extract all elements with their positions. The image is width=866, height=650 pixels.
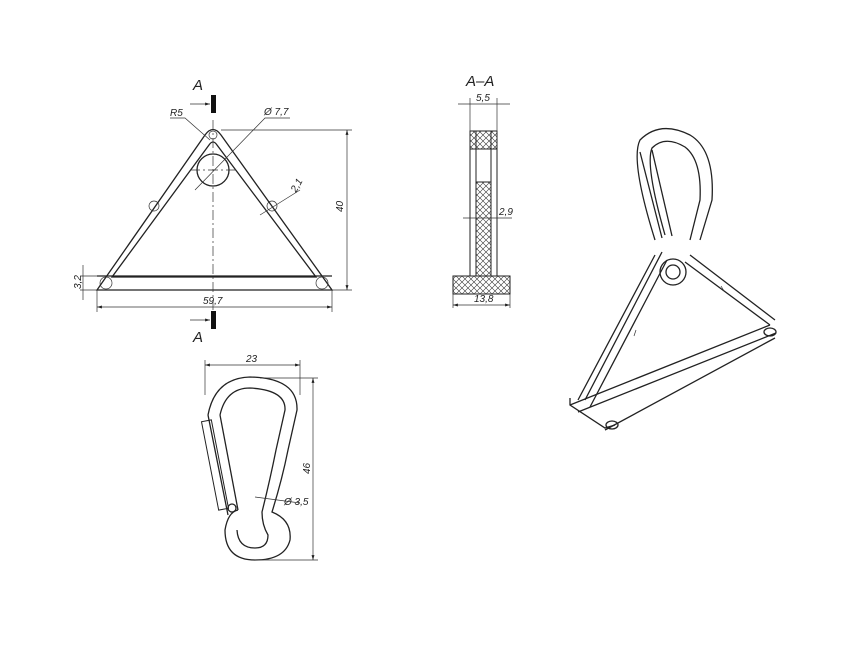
top-width-dim: 5,5 — [476, 93, 490, 104]
carabiner-height-dim: 46 — [302, 462, 313, 474]
pin-diameter-label: Ø 3,5 — [283, 497, 309, 508]
width-dim: 59,7 — [203, 296, 223, 307]
section-title: A–A — [465, 73, 494, 90]
section-mark-bottom: A — [192, 329, 203, 346]
triangle-outline — [95, 128, 334, 291]
triangle-inner — [110, 141, 318, 278]
carabiner-view: 23 46 Ø 3,5 — [200, 354, 318, 561]
isometric-view — [569, 128, 777, 431]
front-view: 40 59,7 3,2 2,1 R5 Ø 7,7 A A — [73, 77, 352, 346]
bar-thickness-dim: 3,2 — [73, 275, 84, 289]
radius-label: R5 — [170, 108, 183, 119]
hole-diameter-label: Ø 7,7 — [263, 107, 289, 118]
carabiner-width-dim: 23 — [245, 354, 258, 365]
web-thickness-dim: 2,9 — [498, 207, 513, 218]
section-view: A–A 5,5 2,9 13,8 — [452, 73, 513, 308]
base-width-dim: 13,8 — [474, 294, 494, 305]
section-mark-top: A — [192, 77, 203, 94]
height-dim: 40 — [335, 200, 346, 212]
wall-thickness-dim: 2,1 — [289, 177, 306, 195]
